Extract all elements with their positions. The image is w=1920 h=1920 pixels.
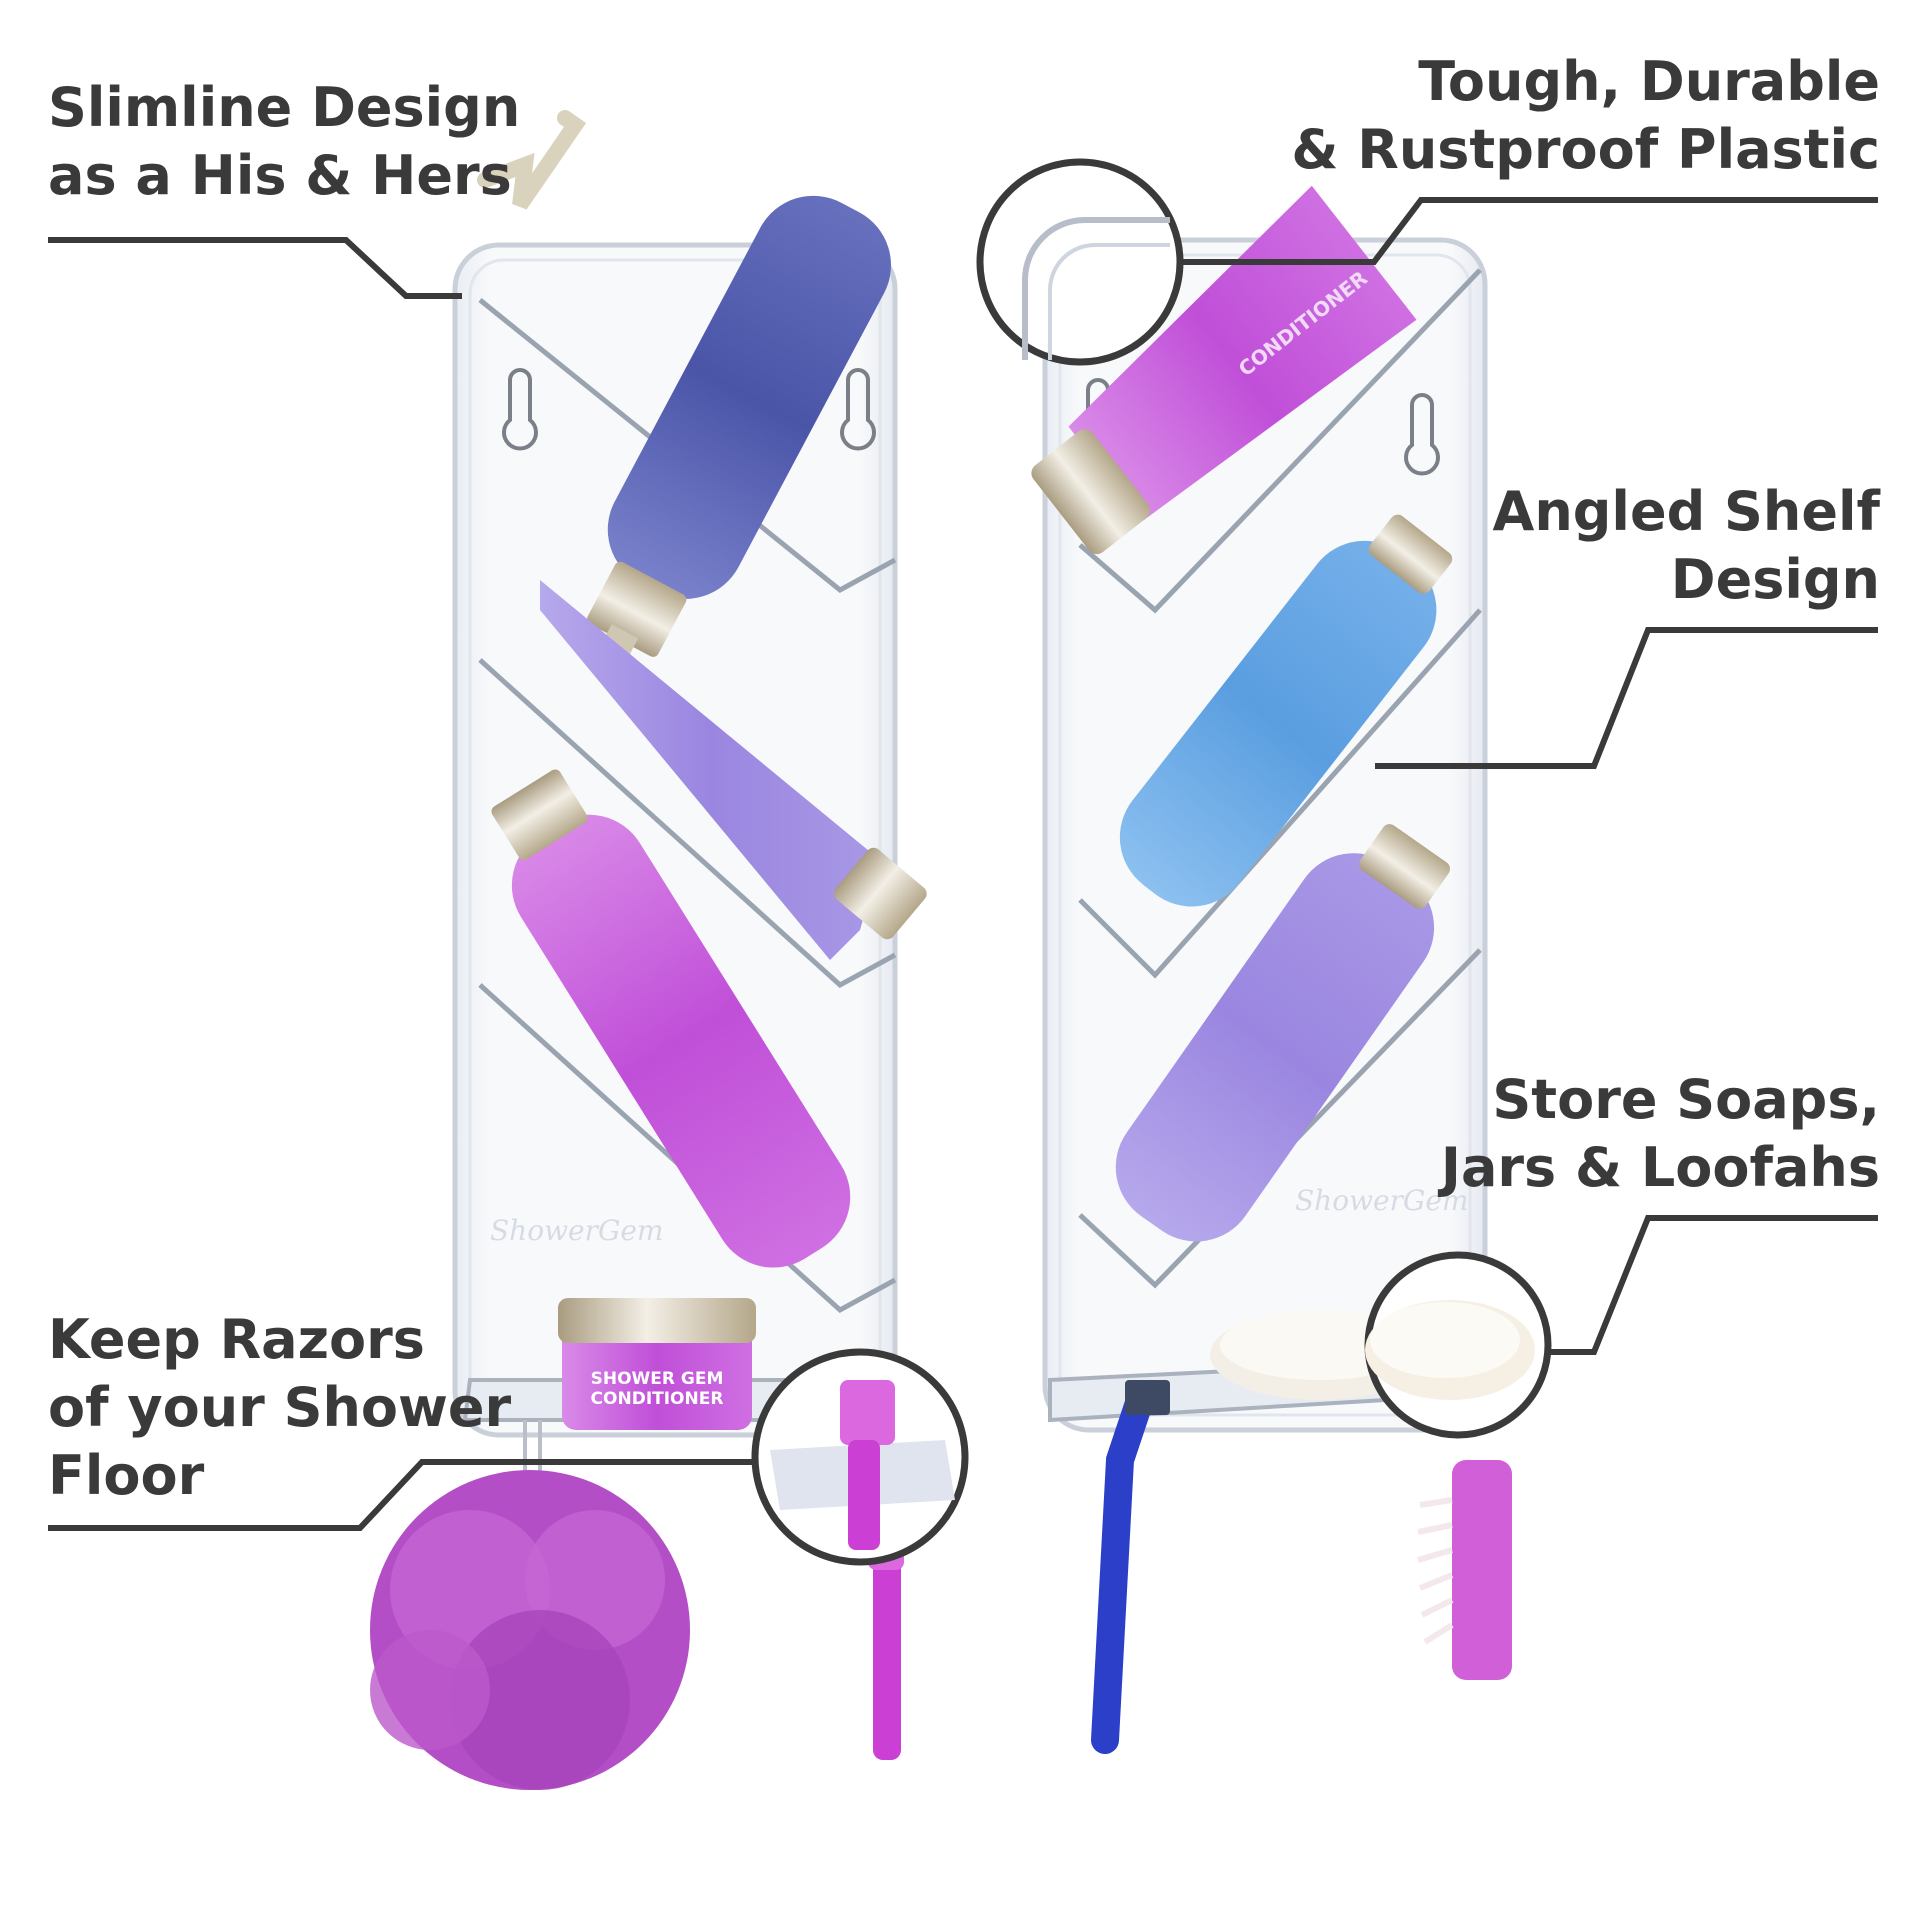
zoom-circle-corner — [976, 158, 1184, 366]
jar-label-line2: CONDITIONER — [591, 1389, 724, 1409]
callout-slimline-line2: as a His & Hers — [48, 144, 512, 207]
brand-logo: ShowerGem — [490, 1214, 663, 1247]
tube-icon: CONDITIONER — [1031, 185, 1417, 555]
razor-icon — [1091, 1380, 1170, 1754]
leader-lines — [48, 197, 1878, 1531]
leader-line-slimline — [48, 237, 462, 299]
callout-tough-line2: & Rustproof Plastic — [1291, 118, 1880, 181]
loofah-icon — [370, 1420, 690, 1790]
callout-tough: Tough, Durable & Rustproof Plastic — [1291, 48, 1880, 184]
callout-tough-line1: Tough, Durable — [1418, 50, 1880, 113]
callout-razors-line1: Keep Razors — [48, 1308, 425, 1371]
bottle-icon — [1115, 824, 1450, 1242]
tube-icon — [540, 580, 927, 960]
callout-angled: Angled Shelf Design — [1493, 478, 1880, 614]
callout-soaps-line2: Jars & Loofahs — [1440, 1136, 1880, 1199]
zoom-circle-soap — [1364, 1251, 1552, 1439]
keyhole-icon — [1404, 393, 1440, 476]
jar-label-line1: SHOWER GEM — [591, 1369, 724, 1389]
brush-icon — [1417, 1460, 1512, 1680]
leader-line-tough — [1180, 197, 1878, 265]
bottle-icon — [1119, 514, 1453, 907]
jar-icon: SHOWER GEM CONDITIONER — [558, 1298, 756, 1430]
callout-angled-line1: Angled Shelf — [1492, 480, 1880, 543]
callout-razors-line3: Floor — [48, 1444, 205, 1507]
keyhole-icon — [840, 368, 876, 451]
callout-soaps-line1: Store Soaps, — [1492, 1068, 1880, 1131]
callout-slimline-line1: Slimline Design — [48, 76, 521, 139]
leader-line-angled — [1375, 627, 1878, 769]
callout-soaps: Store Soaps, Jars & Loofahs — [1441, 1066, 1880, 1202]
callout-slimline: Slimline Design as a His & Hers — [48, 74, 520, 210]
callout-razors-line2: of your Shower — [48, 1376, 512, 1439]
callout-angled-line2: Design — [1670, 548, 1880, 611]
leader-line-soaps — [1548, 1215, 1878, 1355]
pump-bottle-icon — [477, 110, 891, 683]
keyhole-icon — [502, 368, 538, 451]
callout-razors: Keep Razors of your Shower Floor — [48, 1306, 511, 1510]
leader-line-razors — [48, 1459, 756, 1531]
bottle-icon — [491, 769, 851, 1268]
brand-logo: ShowerGem — [1295, 1184, 1468, 1217]
zoom-circle-razor — [751, 1348, 969, 1566]
